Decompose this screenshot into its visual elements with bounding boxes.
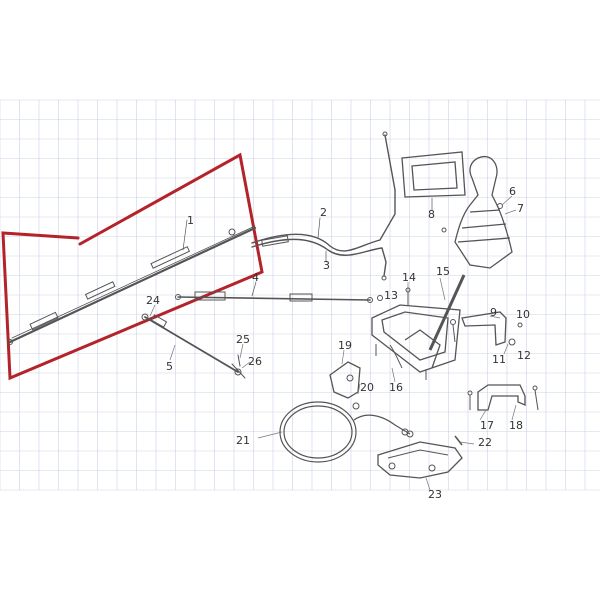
- part-17-18-bracket: [467, 384, 539, 411]
- callout-11: 11: [492, 353, 506, 366]
- callout-25: 25: [236, 333, 250, 346]
- callout-3: 3: [323, 259, 330, 272]
- callout-6: 6: [509, 185, 516, 198]
- callout-7: 7: [517, 202, 524, 215]
- graph-paper-grid: [0, 99, 600, 491]
- callout-20: 20: [360, 381, 374, 394]
- leader-lines: [149, 195, 517, 491]
- callout-18: 18: [509, 419, 523, 432]
- callout-17: 17: [480, 419, 494, 432]
- part-8-boot-frame: [401, 151, 466, 210]
- callout-21: 21: [236, 434, 250, 447]
- callout-9: 9: [490, 306, 497, 319]
- highlight-bracket: [1, 152, 264, 381]
- callout-1: 1: [187, 214, 194, 227]
- callout-22: 22: [478, 436, 492, 449]
- part-1-shift-cable: [7, 219, 257, 345]
- callout-26: 26: [248, 355, 262, 368]
- callout-24: 24: [146, 294, 160, 307]
- callout-23: 23: [428, 488, 442, 501]
- callout-12: 12: [517, 349, 531, 362]
- callout-15: 15: [436, 265, 450, 278]
- callout-14: 14: [402, 271, 416, 284]
- callout-10: 10: [516, 308, 530, 321]
- callout-labels: 1 2 3 4 5 6 7 8 9 10 11 12 13 14 15 16 1…: [146, 185, 531, 501]
- callout-5: 5: [166, 360, 173, 373]
- callout-16: 16: [389, 381, 403, 394]
- callout-2: 2: [320, 206, 327, 219]
- callout-13: 13: [384, 289, 398, 302]
- part-22-23-lever: [377, 428, 463, 479]
- part-7-shift-boot: [441, 155, 513, 269]
- part-4-cable: [175, 281, 373, 303]
- callout-4: 4: [252, 271, 259, 284]
- part-21-coiled-cable: [279, 401, 414, 463]
- callout-19: 19: [338, 339, 352, 352]
- part-19-20-bracket: [329, 361, 361, 410]
- part-2-3-cables: [251, 131, 396, 281]
- part-5-rod: [141, 313, 246, 379]
- part-15-lever-assembly: [371, 274, 466, 380]
- part-9-bracket-arm: [461, 311, 523, 346]
- callout-8: 8: [428, 208, 435, 221]
